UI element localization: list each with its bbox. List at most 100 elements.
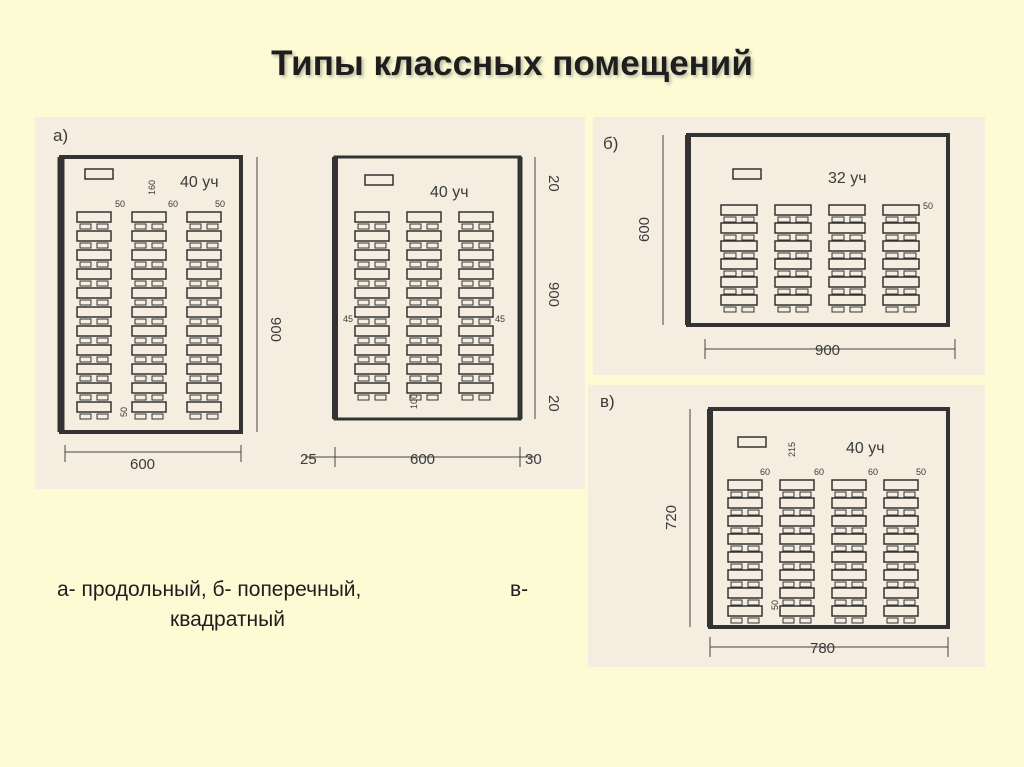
chair — [886, 545, 899, 552]
desk — [831, 587, 867, 599]
chair — [903, 509, 916, 516]
chair — [851, 617, 864, 624]
desk — [883, 479, 919, 491]
chair — [747, 581, 760, 588]
chair — [426, 299, 439, 306]
chair — [478, 356, 491, 363]
desk — [727, 605, 763, 617]
chair — [134, 394, 147, 401]
desk — [458, 344, 494, 356]
chair — [96, 242, 109, 249]
desk — [828, 222, 866, 234]
chair — [79, 280, 92, 287]
chair — [851, 545, 864, 552]
chair — [885, 270, 899, 277]
desk — [883, 515, 919, 527]
chair — [831, 270, 845, 277]
desk — [831, 515, 867, 527]
desk — [779, 515, 815, 527]
desk — [458, 249, 494, 261]
desk — [720, 204, 758, 216]
chair — [79, 337, 92, 344]
chair — [374, 280, 387, 287]
chair — [831, 216, 845, 223]
chair — [374, 375, 387, 382]
chair — [426, 280, 439, 287]
desk — [779, 497, 815, 509]
chair — [885, 252, 899, 259]
plan-a-students: 40 уч — [180, 174, 219, 191]
chair — [151, 223, 164, 230]
chair — [151, 261, 164, 268]
desk — [779, 587, 815, 599]
chair — [134, 375, 147, 382]
desk — [354, 363, 390, 375]
chair — [96, 280, 109, 287]
chair — [461, 394, 474, 401]
chair — [478, 375, 491, 382]
dim-label: 160 — [147, 180, 157, 195]
chair — [885, 234, 899, 241]
chair — [409, 394, 422, 401]
dim-label: 60 — [868, 467, 878, 477]
chair — [426, 242, 439, 249]
desk — [727, 587, 763, 599]
plan-c-panel: в) 40 уч 60 215 60 60 50 50 720 780 — [588, 385, 985, 667]
dim-label: 60 — [760, 467, 770, 477]
desk — [882, 222, 920, 234]
plan-b-letter: б) — [603, 134, 618, 153]
chair — [478, 299, 491, 306]
desk — [828, 204, 866, 216]
chair — [79, 223, 92, 230]
chair — [723, 270, 737, 277]
dim-label: 215 — [787, 442, 797, 457]
chair — [799, 491, 812, 498]
chair — [478, 318, 491, 325]
desk — [727, 497, 763, 509]
chair — [79, 413, 92, 420]
desk — [354, 268, 390, 280]
desk — [76, 268, 112, 280]
chair — [151, 242, 164, 249]
chair — [795, 270, 809, 277]
chair — [206, 394, 219, 401]
page-title: Типы классных помещений — [271, 44, 753, 83]
desk — [458, 268, 494, 280]
plan-b-panel: б) 32 уч 50 600 900 — [593, 117, 985, 375]
chair — [741, 288, 755, 295]
chair — [374, 261, 387, 268]
plan-b-drawing: б) 32 уч 50 600 900 — [603, 133, 956, 359]
chair — [357, 299, 370, 306]
chair — [885, 288, 899, 295]
chair — [903, 617, 916, 624]
chair — [426, 318, 439, 325]
desk — [831, 551, 867, 563]
chair — [189, 261, 202, 268]
chair — [409, 337, 422, 344]
desk — [406, 306, 442, 318]
chair — [357, 375, 370, 382]
chair — [189, 242, 202, 249]
chair — [903, 270, 917, 277]
chair — [885, 216, 899, 223]
chair — [730, 599, 743, 606]
desk — [76, 363, 112, 375]
plan-c-width: 780 — [810, 640, 835, 657]
chair — [747, 617, 760, 624]
chair — [723, 234, 737, 241]
desk — [406, 230, 442, 242]
chair — [782, 545, 795, 552]
chair — [747, 527, 760, 534]
chair — [849, 234, 863, 241]
desk — [354, 325, 390, 337]
chair — [834, 527, 847, 534]
chair — [886, 509, 899, 516]
chair — [903, 581, 916, 588]
chair — [461, 242, 474, 249]
desk — [406, 363, 442, 375]
chair — [96, 261, 109, 268]
desk — [76, 325, 112, 337]
chair — [206, 299, 219, 306]
chair — [777, 306, 791, 313]
chair — [134, 318, 147, 325]
